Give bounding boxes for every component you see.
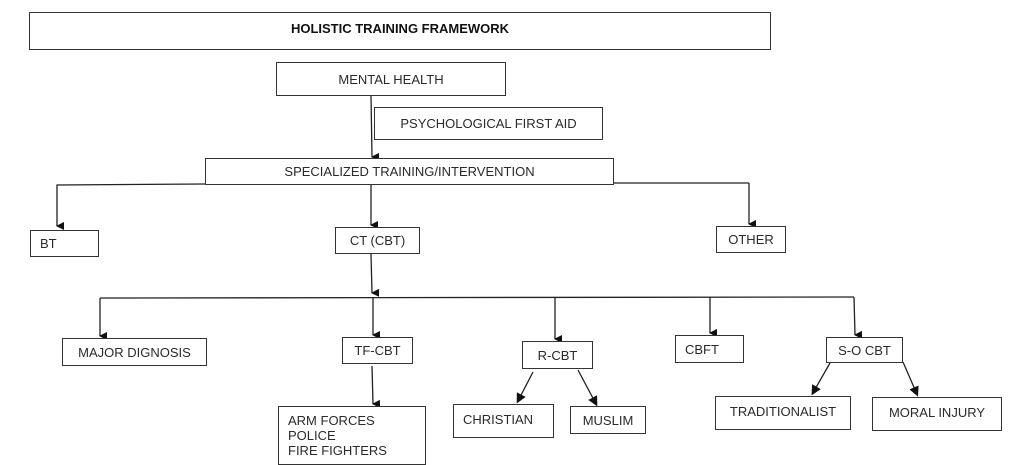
node-label: MUSLIM [582,412,634,428]
node-tf-cbt: TF-CBT [342,337,413,364]
node-ct-cbt: CT (CBT) [335,227,420,254]
node-label: CT (CBT) [349,233,406,248]
node-r-cbt: R-CBT [522,341,593,369]
node-moral-injury: MORAL INJURY [872,397,1002,431]
node-specialized-training: SPECIALIZED TRAINING/INTERVENTION [205,158,614,185]
node-label: MORAL INJURY [888,405,986,420]
node-mental-health: MENTAL HEALTH [276,62,506,96]
node-other: OTHER [716,226,786,253]
node-so-cbt: S-O CBT [826,337,903,363]
node-tf-targets: ARM FORCES POLICE FIRE FIGHTERS [278,406,426,465]
node-major-dignosis: MAJOR DIGNOSIS [62,338,207,366]
node-label: OTHER [728,232,774,247]
node-christian: CHRISTIAN [453,404,554,438]
node-label: TRADITIONALIST [729,404,837,419]
diagram-title: HOLISTIC TRAINING FRAMEWORK [290,21,510,36]
node-bt: BT [30,230,99,257]
node-label: PSYCHOLOGICAL FIRST AID [400,116,577,131]
node-label: SPECIALIZED TRAINING/INTERVENTION [284,164,535,179]
node-muslim: MUSLIM [570,406,646,434]
node-label: CBFT [685,341,719,357]
node-cbft: CBFT [675,335,744,363]
target-arm-forces: ARM FORCES [288,413,375,428]
target-police: POLICE [288,428,336,443]
node-label: CHRISTIAN [463,412,534,427]
node-label: S-O CBT [838,342,891,358]
node-label: R-CBT [537,347,578,363]
node-label: MENTAL HEALTH [338,71,444,87]
node-label: BT [40,236,57,251]
title-box: HOLISTIC TRAINING FRAMEWORK [29,12,771,50]
node-traditionalist: TRADITIONALIST [715,396,851,430]
target-fire-fighters: FIRE FIGHTERS [288,443,387,458]
node-label: MAJOR DIGNOSIS [78,344,191,360]
node-psychological-first-aid: PSYCHOLOGICAL FIRST AID [374,107,603,140]
node-label: TF-CBT [354,343,401,358]
